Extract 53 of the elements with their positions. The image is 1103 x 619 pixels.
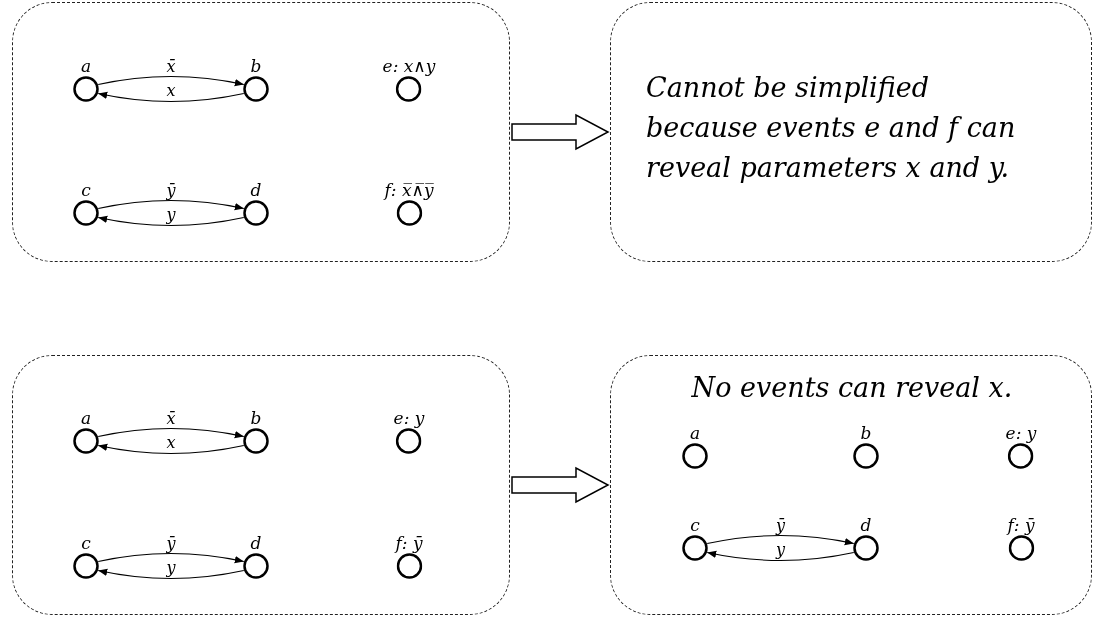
state-label: d <box>250 180 262 200</box>
state-label: e: x∧y <box>382 56 436 76</box>
transition-arrow <box>97 553 245 564</box>
state-label: f: ȳ <box>1007 515 1035 535</box>
edge-label: x̄ <box>165 59 177 74</box>
transition-arrow <box>706 535 855 546</box>
edge-label: ȳ <box>775 518 786 533</box>
state-node <box>243 533 269 579</box>
state-node <box>853 423 879 469</box>
edge-label: x̄ <box>165 411 177 426</box>
edge-label: y <box>165 561 177 576</box>
state-node <box>243 56 269 102</box>
state-label: a <box>80 56 92 76</box>
state-label: f: x̅∧̅y̅ <box>384 180 434 200</box>
edge-label: x <box>165 84 177 99</box>
state-label: c <box>81 533 91 553</box>
edge-label: y <box>775 543 786 558</box>
state-label: a <box>80 408 92 428</box>
transition-arrow <box>97 428 245 439</box>
transition-arrow <box>97 76 245 87</box>
transition-arrow <box>97 568 245 579</box>
state-label: b <box>860 423 872 443</box>
state-label: b <box>250 408 262 428</box>
transition-arrow <box>97 215 245 226</box>
state-label: a <box>689 423 701 443</box>
state-label: d <box>860 515 872 535</box>
transition-arrow <box>97 200 245 211</box>
dashed-panel <box>610 2 1092 262</box>
edge-label: ȳ <box>165 183 177 198</box>
edge-label: x <box>165 436 177 451</box>
edge-label: ȳ <box>165 536 177 551</box>
transition-arrow <box>706 550 855 561</box>
panel-text: No events can reveal x. <box>690 371 1014 405</box>
state-node <box>384 180 434 226</box>
state-label: c <box>690 515 700 535</box>
dashed-panel <box>610 355 1092 615</box>
state-node <box>1007 515 1035 561</box>
state-node <box>243 408 269 454</box>
state-node <box>395 533 423 579</box>
state-node <box>853 515 879 561</box>
transition-arrow <box>97 443 245 454</box>
state-label: d <box>250 533 262 553</box>
state-label: b <box>250 56 262 76</box>
state-label: e: y <box>393 408 425 428</box>
state-label: c <box>81 180 91 200</box>
edge-label: y <box>165 208 177 223</box>
state-label: f: ȳ <box>395 533 423 553</box>
state-node <box>243 180 269 226</box>
transition-arrow <box>97 91 245 102</box>
block-arrow <box>511 466 610 504</box>
panel-text: Cannot be simplified because events e and f can reveal parameters x and y. <box>646 71 1017 185</box>
block-arrow <box>511 113 610 151</box>
state-label: e: y <box>1005 423 1037 443</box>
